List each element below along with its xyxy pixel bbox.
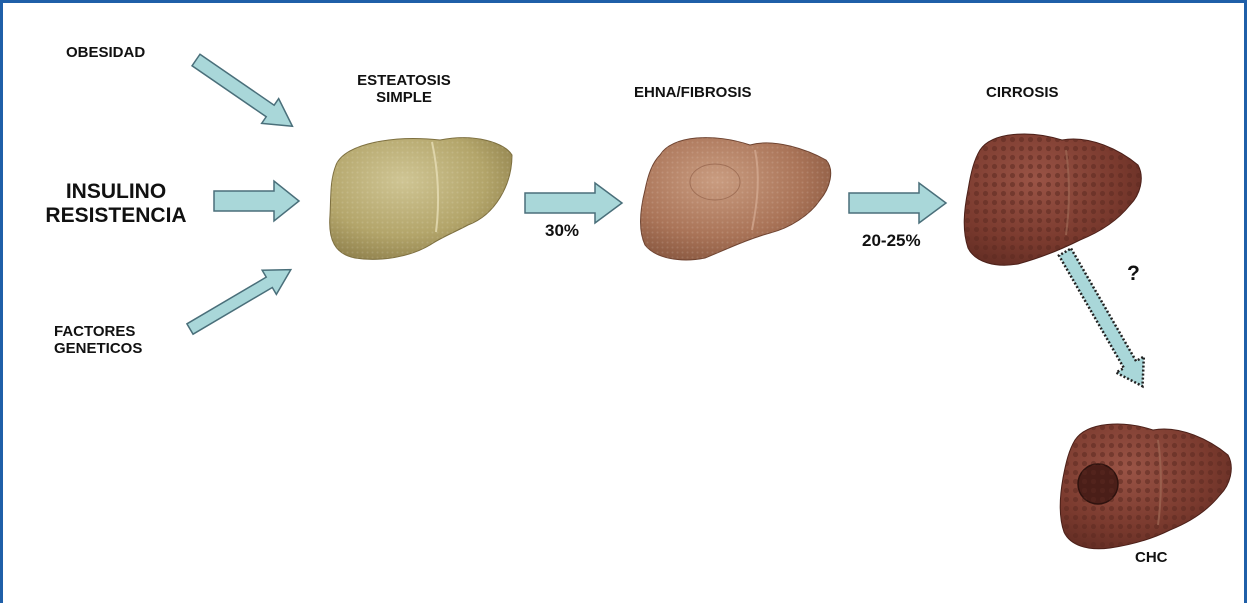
cirrhosis-to-hcc-arrow bbox=[1051, 244, 1156, 394]
nash-liver-image bbox=[640, 138, 830, 260]
steatosis-label: ESTEATOSIS SIMPLE bbox=[342, 72, 466, 107]
nash-to-cirrhosis-arrow bbox=[849, 183, 946, 223]
steatosis-to-nash-arrow bbox=[525, 183, 622, 223]
hcc-label: CHC bbox=[1135, 549, 1168, 566]
obesity-label: OBESIDAD bbox=[66, 44, 145, 61]
genetic-factors-label: FACTORES GENETICOS bbox=[54, 323, 142, 358]
insulin-label-line2: RESISTENCIA bbox=[36, 204, 196, 228]
obesity-arrow bbox=[188, 48, 301, 139]
nash-fibrosis-label: EHNA/FIBROSIS bbox=[634, 84, 752, 101]
percent-20-25-label: 20-25% bbox=[862, 231, 921, 251]
hcc-liver-image bbox=[1060, 424, 1231, 549]
steatosis-liver-image bbox=[330, 138, 512, 260]
insulin-label-line1: INSULINO bbox=[36, 180, 196, 204]
insulin-arrow bbox=[214, 181, 299, 221]
genetic-arrow bbox=[183, 258, 298, 342]
cirrhosis-label: CIRROSIS bbox=[986, 84, 1059, 101]
insulin-resistance-label: INSULINO RESISTENCIA bbox=[36, 180, 196, 228]
percent-30-label: 30% bbox=[545, 221, 579, 241]
steatosis-label-line1: ESTEATOSIS bbox=[342, 72, 466, 89]
question-mark-label: ? bbox=[1127, 262, 1140, 286]
genetic-label-line1: FACTORES bbox=[54, 323, 142, 340]
genetic-label-line2: GENETICOS bbox=[54, 340, 142, 357]
steatosis-label-line2: SIMPLE bbox=[342, 89, 466, 106]
cirrhosis-liver-image bbox=[964, 134, 1141, 265]
